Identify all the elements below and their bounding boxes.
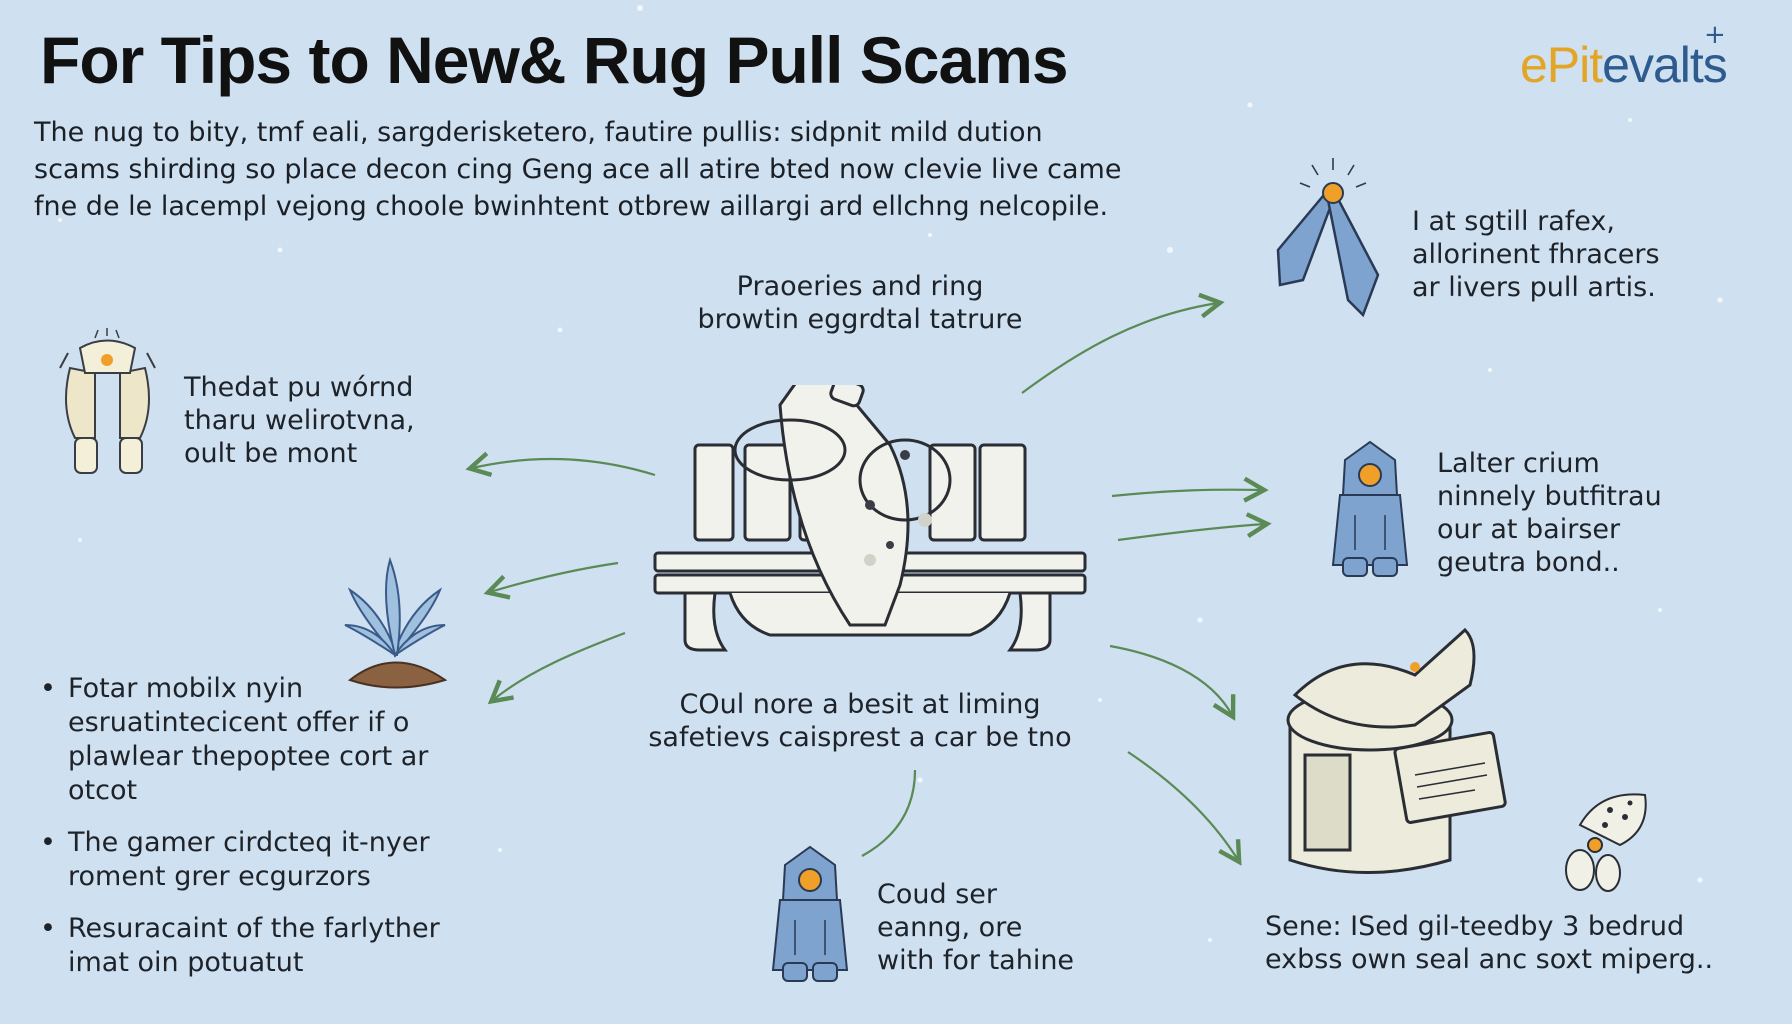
tie-figure-icon — [1276, 158, 1380, 318]
text-line: Fotar mobilx nyin — [68, 673, 304, 704]
arrow — [1117, 524, 1265, 542]
intro-line: fne de le lacempl vejong choole bwinhten… — [34, 191, 1109, 222]
arrow — [490, 561, 619, 592]
list-item: • The gamer cirdcteq it-nyer roment grer… — [36, 826, 440, 894]
text-line: I at sgtill rafex, — [1412, 206, 1615, 237]
text-line: Lalter crium — [1437, 448, 1600, 479]
right-top-text: I at sgtill rafex, allorinent fhracers a… — [1412, 205, 1660, 304]
scale-figure-icon — [59, 328, 156, 474]
arrow — [1021, 303, 1218, 394]
text-line: exbss own seal anc soxt miperg.. — [1265, 944, 1714, 975]
arrow — [1111, 490, 1262, 496]
arrow — [493, 631, 626, 700]
list-item: • Fotar mobilx nyin esruatintecicent off… — [36, 672, 440, 808]
robot-figure-icon — [1331, 440, 1409, 577]
bottom-center-text: Coud ser eanng, ore with for tahine — [877, 878, 1074, 977]
plant-icon — [344, 556, 448, 689]
right-middle-text: Lalter crium ninnely butfitrau our at ba… — [1437, 447, 1662, 579]
logo-plus-icon: + — [1704, 20, 1726, 50]
text-line: tharu welirotvna, — [184, 405, 415, 436]
bullet-dot: • — [40, 913, 56, 944]
caption-line: Praoeries and ring — [736, 271, 984, 302]
arrow — [861, 769, 917, 857]
text-line: ninnely butfitrau — [1437, 481, 1662, 512]
brand-logo: ePitevalts — [1520, 36, 1728, 94]
central-bench-icon — [653, 385, 1087, 652]
left-top-text: Thedat pu wórnd tharu welirotvna, oult b… — [184, 371, 415, 470]
arrow — [472, 459, 656, 475]
bug-icon — [1565, 793, 1647, 892]
text-line: plawlear thepoptee cort ar — [68, 741, 429, 772]
text-line: esruatintecicent offer if o — [68, 707, 410, 738]
logo-part-1: ePit — [1520, 37, 1603, 93]
center-bottom-caption: COul nore a besit at liming safetievs ca… — [620, 688, 1100, 754]
text-line: our at bairser — [1437, 514, 1621, 545]
text-line: Sene: ISed gil-teedby 3 bedrud — [1265, 911, 1685, 942]
text-line: geutra bond.. — [1437, 547, 1620, 578]
intro-line: The nug to bity, tmf eali, sargderiskete… — [34, 117, 1043, 148]
text-line: otcot — [68, 775, 138, 806]
text-line: Resuracaint of the farlyther — [68, 913, 440, 944]
bullet-dot: • — [40, 673, 56, 704]
text-line: roment grer ecgurzors — [68, 861, 371, 892]
bullet-dot: • — [40, 827, 56, 858]
caption-line: browtin eggrdtal tatrure — [697, 304, 1023, 335]
arrow — [1127, 751, 1238, 860]
text-line: eanng, ore — [877, 912, 1023, 943]
intro-line: scams shirding so place decon cing Geng … — [34, 154, 1122, 185]
safe-box-icon — [1286, 627, 1507, 874]
center-top-caption: Praoeries and ring browtin eggrdtal tatr… — [660, 270, 1060, 336]
text-line: allorinent fhracers — [1412, 239, 1660, 270]
intro-paragraph: The nug to bity, tmf eali, sargderiskete… — [34, 114, 1122, 225]
list-item: • Resuracaint of the farlyther imat oin … — [36, 912, 440, 980]
right-bottom-text: Sene: ISed gil-teedby 3 bedrud exbss own… — [1265, 910, 1713, 976]
text-line: Thedat pu wórnd — [184, 372, 414, 403]
text-line: with for tahine — [877, 945, 1075, 976]
left-bullet-list: • Fotar mobilx nyin esruatintecicent off… — [36, 672, 440, 998]
robot-figure-icon — [771, 845, 849, 982]
logo-part-2: evalts — [1602, 37, 1728, 93]
text-line: ar livers pull artis. — [1412, 272, 1656, 303]
text-line: imat oin potuatut — [68, 947, 304, 978]
text-line: oult be mont — [184, 438, 358, 469]
page-title: For Tips to New& Rug Pull Scams — [40, 23, 1069, 97]
text-line: Coud ser — [877, 879, 997, 910]
caption-line: COul nore a besit at liming — [679, 689, 1041, 720]
caption-line: safetievs caisprest a car be tno — [648, 722, 1072, 753]
text-line: The gamer cirdcteq it-nyer — [68, 827, 430, 858]
arrow — [1109, 644, 1232, 715]
